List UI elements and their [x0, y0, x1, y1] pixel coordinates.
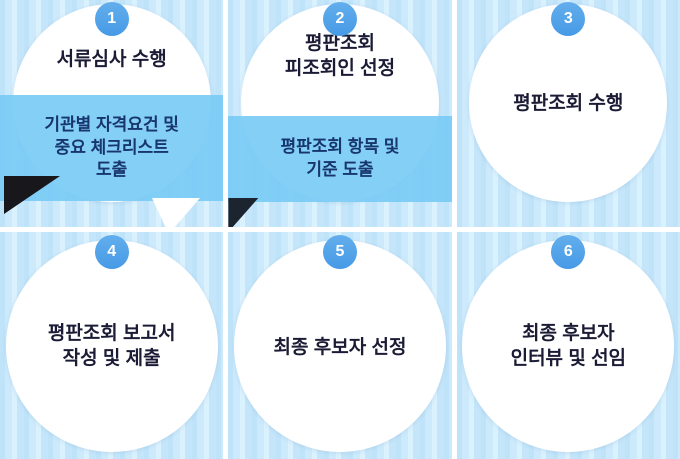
step-number: 5: [335, 243, 345, 260]
step-number: 1: [107, 10, 117, 27]
step-number-badge: 5: [322, 235, 357, 269]
step-number: 3: [563, 10, 573, 27]
step-title: 최종 후보자 선정: [273, 337, 407, 358]
step-note: 기관별 자격요건 및 중요 체크리스트 도출: [44, 114, 179, 180]
step-title: 서류심사 수행: [56, 49, 167, 70]
step-card-5: 5 최종 후보자 선정: [228, 232, 452, 459]
step-number-badge: 3: [551, 2, 586, 36]
step-title: 평판조회 보고서 작성 및 제출: [47, 323, 176, 369]
step-number-badge: 4: [94, 235, 129, 269]
step-circle: [233, 240, 446, 452]
step-card-3: 3 평판조회 수행: [456, 0, 680, 227]
step-number: 6: [563, 243, 573, 260]
step-card-1: 1 서류심사 수행 기관별 자격요건 및 중요 체크리스트 도출: [0, 0, 224, 227]
step-number: 4: [107, 243, 117, 260]
callout-tail-white-icon: [152, 198, 200, 227]
step-number-badge: 1: [94, 2, 129, 36]
step-card-4: 4 평판조회 보고서 작성 및 제출: [0, 232, 224, 459]
step-circle: [5, 240, 218, 452]
step-title: 평판조회 수행: [513, 93, 624, 114]
step-note-box: 기관별 자격요건 및 중요 체크리스트 도출: [0, 95, 224, 201]
step-card-6: 6 최종 후보자 인터뷰 및 선임: [456, 232, 680, 459]
step-circle: [462, 240, 675, 452]
step-number-badge: 2: [322, 2, 357, 36]
step-number: 2: [335, 10, 345, 27]
step-card-2: 2 평판조회 피조회인 선정 평판조회 항목 및 기준 도출: [228, 0, 452, 227]
step-note-box: 평판조회 항목 및 기준 도출: [228, 116, 452, 202]
step-number-badge: 6: [551, 235, 586, 269]
callout-tail-dark-icon: [228, 198, 259, 227]
step-title: 최종 후보자 인터뷰 및 선임: [510, 323, 627, 369]
step-circle: [469, 4, 668, 202]
step-title: 평판조회 피조회인 선정: [284, 33, 396, 79]
step-note: 평판조회 항목 및 기준 도출: [280, 137, 400, 179]
